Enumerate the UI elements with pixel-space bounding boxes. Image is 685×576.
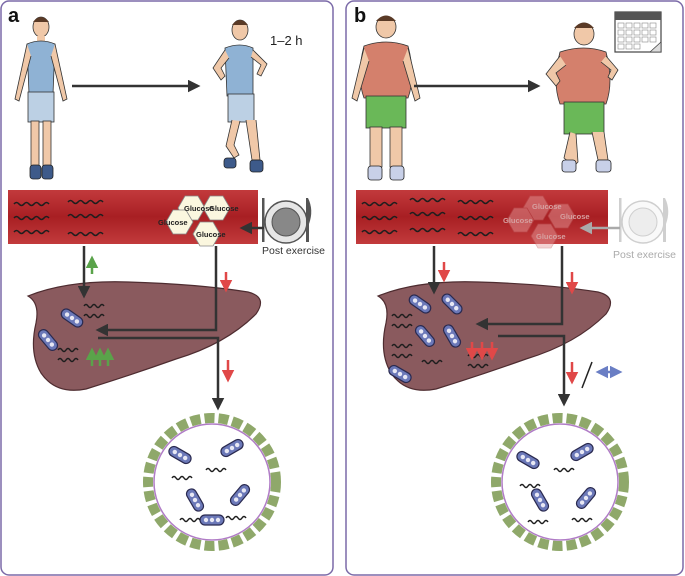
panel-a-label: a <box>8 5 20 27</box>
glucose-label-b3: Glucose <box>503 216 533 225</box>
plate-icon-faded <box>619 198 669 244</box>
glucose-label-b2: Glucose <box>560 212 590 221</box>
glucose-label-4: Glucose <box>196 230 226 239</box>
glycogen-hexagons-b <box>506 195 576 249</box>
synthesis-increase-arrows-a <box>85 347 115 366</box>
lean-man-standing <box>14 16 68 180</box>
glucose-label-b1: Glucose <box>532 202 562 211</box>
glucose-label-b4: Glucose <box>536 232 566 241</box>
post-exercise-label-b: Post exercise <box>613 249 676 261</box>
lipoprotein-particle-b <box>491 413 629 551</box>
glucose-label-3: Glucose <box>158 218 188 227</box>
glucose-label-2: Glucose <box>209 204 239 213</box>
glycogen-hexagons-a <box>165 195 231 247</box>
lean-man-running <box>212 19 268 173</box>
panel-b-label: b <box>354 5 366 27</box>
liver-to-vldl-flow-b <box>498 334 571 407</box>
glucose-to-liver-flow-a <box>95 246 218 337</box>
glucose-to-liver-flow-b <box>475 246 564 331</box>
liver-a <box>26 281 262 391</box>
obese-man-standing <box>351 15 421 181</box>
synthesis-decrease-arrows-b <box>465 342 499 361</box>
calendar-icon <box>614 11 662 53</box>
or-slash <box>581 361 593 389</box>
lipoprotein-particle-a <box>143 413 281 551</box>
post-exercise-label-a: Post exercise <box>262 245 325 257</box>
obese-man-running <box>545 22 619 173</box>
glucose-label-1: Glucose <box>184 204 214 213</box>
liver-to-vldl-flow-a <box>98 336 225 411</box>
duration-label: 1–2 h <box>270 33 303 48</box>
plate-icon <box>262 198 312 244</box>
